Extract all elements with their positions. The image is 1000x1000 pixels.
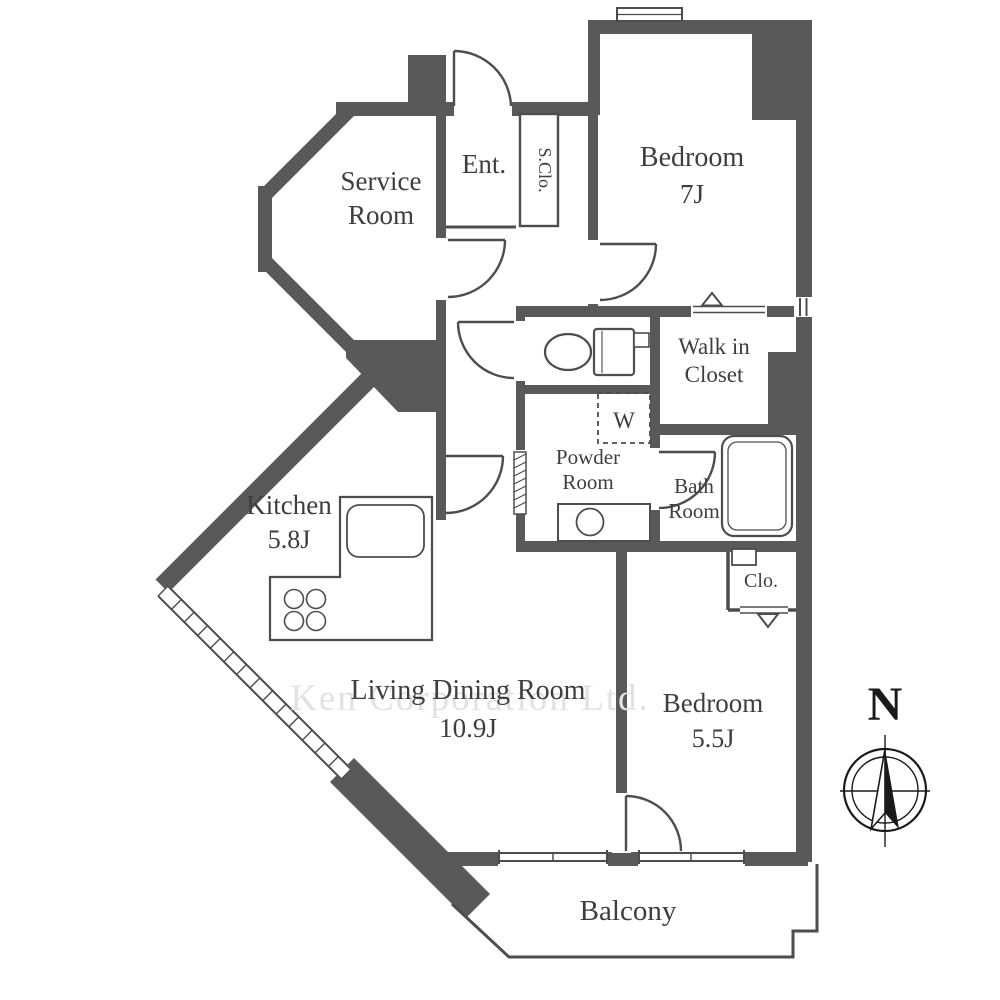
bedroom2-door-arc: [624, 794, 683, 852]
closet-partition: [726, 552, 796, 612]
label-washer: W: [613, 408, 635, 433]
entrance-door-arc: [452, 49, 513, 107]
windows: [157, 7, 808, 864]
label-closet: Clo.: [744, 570, 778, 592]
room-labels: Service Room Ent. S.Clo. Bedroom 7J Walk…: [246, 142, 778, 927]
right-wall-window: [799, 298, 808, 316]
compass-north-label: N: [868, 678, 903, 731]
label-kitchen: Kitchen: [246, 490, 332, 520]
living-balcony-window: [498, 850, 608, 864]
toilet-fixture: [543, 327, 650, 377]
kitchen-counter: [268, 495, 434, 642]
label-bath-room-2: Room: [668, 499, 719, 523]
bath-door-arc: [658, 450, 717, 510]
shoe-closet-box: [518, 112, 560, 228]
fixtures: [268, 112, 819, 959]
kitchen-sink: [346, 504, 425, 558]
washing-machine-box: [597, 392, 651, 444]
label-walkin-closet-2: Closet: [685, 362, 744, 387]
living-room-door-arc: [445, 454, 505, 515]
toilet-door-arc: [456, 320, 515, 380]
compass: N: [840, 678, 930, 847]
label-shoe-closet: S.Clo.: [535, 147, 555, 192]
label-balcony: Balcony: [580, 895, 677, 927]
label-kitchen-size: 5.8J: [268, 525, 311, 554]
label-entrance: Ent.: [462, 149, 506, 179]
bedroom1-top-window: [616, 7, 683, 22]
stove-burners: [283, 588, 327, 632]
watermark-text: Ken Corporation Ltd.: [290, 678, 650, 719]
label-living-dining: Living Dining Room: [351, 675, 586, 706]
compass-needle-dark-half: [885, 749, 899, 829]
compass-needle-light-half: [869, 748, 886, 832]
walkin-closet-folding-door: [693, 291, 765, 314]
label-service-room-2: Room: [348, 200, 414, 230]
service-room-door-arc: [447, 238, 507, 299]
closet-folding-door: [740, 606, 788, 629]
powder-sink: [557, 503, 651, 542]
kitchen-diagonal-window: [157, 585, 352, 780]
label-bath-room-1: Bath: [674, 474, 714, 498]
closet-top-box: [731, 548, 757, 566]
label-powder-room-1: Powder: [556, 445, 620, 469]
label-bedroom1: Bedroom: [640, 142, 744, 173]
balcony-railing: [450, 864, 819, 959]
label-bedroom2: Bedroom: [663, 688, 764, 718]
label-bedroom1-size: 7J: [680, 179, 704, 209]
bedroom2-balcony-window: [638, 850, 745, 864]
doors: [445, 49, 788, 852]
walls: [155, 20, 812, 918]
bedroom1-door-arc: [599, 242, 658, 302]
label-living-dining-size: 10.9J: [439, 713, 497, 743]
label-powder-room-2: Room: [562, 470, 613, 494]
label-bedroom2-size: 5.5J: [692, 724, 735, 753]
powder-room-sliding-door: [513, 451, 527, 515]
bathtub: [720, 434, 794, 538]
label-walkin-closet-1: Walk in: [678, 334, 750, 359]
label-service-room-1: Service: [341, 166, 422, 196]
